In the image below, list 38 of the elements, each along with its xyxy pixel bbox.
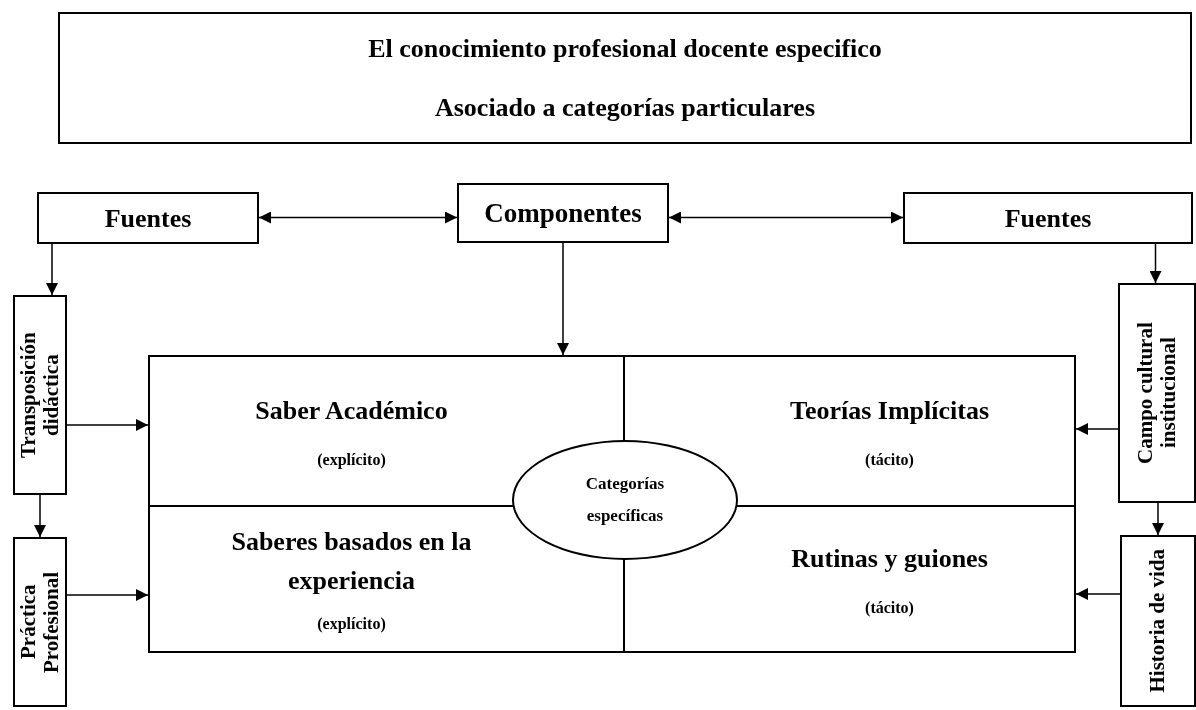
label-box xyxy=(37,192,259,244)
node-title: Componentes xyxy=(484,196,642,230)
arrow xyxy=(1075,588,1121,600)
quadrant-grid xyxy=(148,355,1076,653)
arrow xyxy=(258,211,458,224)
arrow xyxy=(1152,502,1164,536)
title-box xyxy=(58,12,1192,144)
arrow xyxy=(66,589,149,601)
arrow xyxy=(557,242,569,356)
label-box xyxy=(457,183,669,243)
vertical-label-box xyxy=(13,537,67,707)
node-title: Práctica Profesional xyxy=(16,570,64,675)
node-title: Saber Académico xyxy=(255,394,448,427)
arrow xyxy=(1149,243,1162,284)
node-title: Fuentes xyxy=(1004,202,1092,235)
vertical-label-box xyxy=(1118,283,1196,503)
node-title: Historia de vida xyxy=(1146,549,1170,693)
arrow xyxy=(66,419,149,431)
node-title: Fuentes xyxy=(104,202,192,235)
arrow xyxy=(46,243,58,296)
arrow xyxy=(668,211,904,224)
vertical-label-box xyxy=(1120,535,1196,707)
arrow xyxy=(1075,423,1119,435)
node-title: Saberes basados en la experiencia xyxy=(230,526,473,597)
node-subtitle: (tácito) xyxy=(865,449,914,471)
node-title: El conocimiento profesional docente especifico xyxy=(368,33,882,65)
node-title: Categorías específicas xyxy=(584,472,666,527)
node-subtitle: (tácito) xyxy=(865,597,914,619)
node-subtitle: (explícito) xyxy=(317,614,386,635)
node-title: Transposición didáctica xyxy=(16,331,64,460)
vertical-label-box xyxy=(13,295,67,495)
node-title: Teorías Implícitas xyxy=(789,394,990,427)
node-subtitle: (explícito) xyxy=(317,449,386,471)
node-subtitle: Asociado a categorías particulares xyxy=(434,92,816,124)
arrow xyxy=(34,494,46,538)
node-title: Rutinas y guiones xyxy=(791,542,988,575)
node-title: Campo cultural institucional xyxy=(1133,321,1181,466)
label-box xyxy=(903,192,1193,244)
